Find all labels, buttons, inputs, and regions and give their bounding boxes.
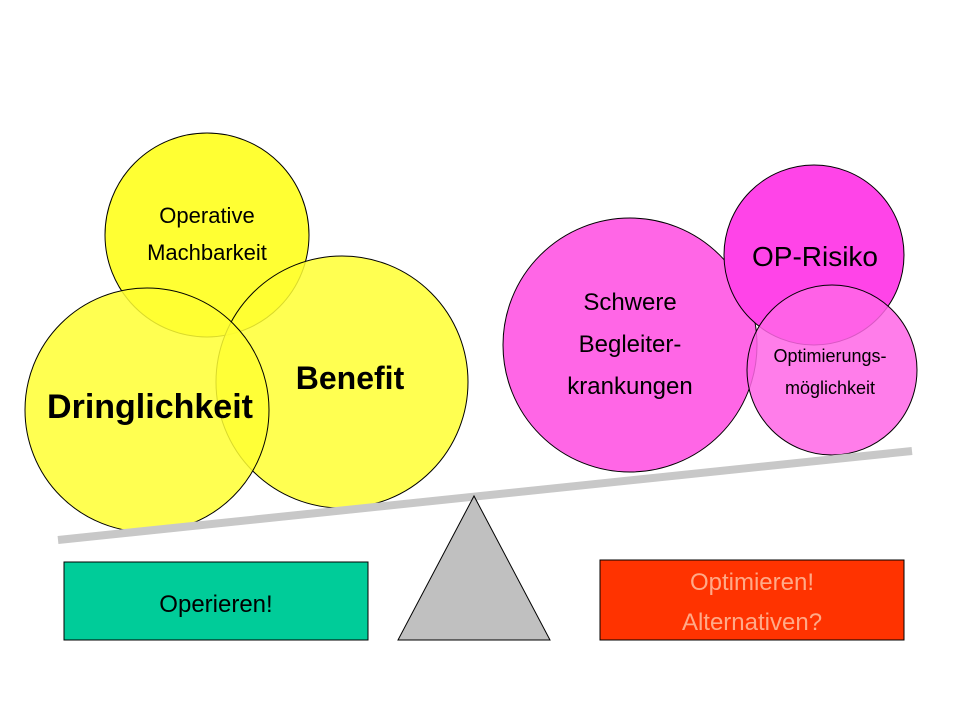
operative-label-line1: Operative [159,203,254,228]
optimieren-box [599,559,905,641]
optimierung-label-line1: Optimierungs- [773,346,886,366]
fulcrum-triangle [397,494,551,641]
operieren-label: Operieren! [159,591,272,618]
balance-beam [57,447,913,544]
benefit-label: Benefit [296,360,405,396]
schwere-label-line1: Schwere [583,289,676,316]
optimieren-label-line2: Alternativen? [682,609,822,636]
operative-label-line2: Machbarkeit [147,240,267,265]
optimieren-label-line1: Optimieren! [690,569,814,596]
operieren-box [63,561,369,641]
optimierungsmoeglichkeit-circle [746,284,918,456]
schwere-label-line3: krankungen [567,373,692,400]
dringlichkeit-label: Dringlichkeit [47,388,253,426]
optimierung-label-line2: möglichkeit [785,378,875,398]
schwere-label-line2: Begleiter- [579,331,682,358]
op-risiko-label: OP-Risiko [752,241,878,272]
